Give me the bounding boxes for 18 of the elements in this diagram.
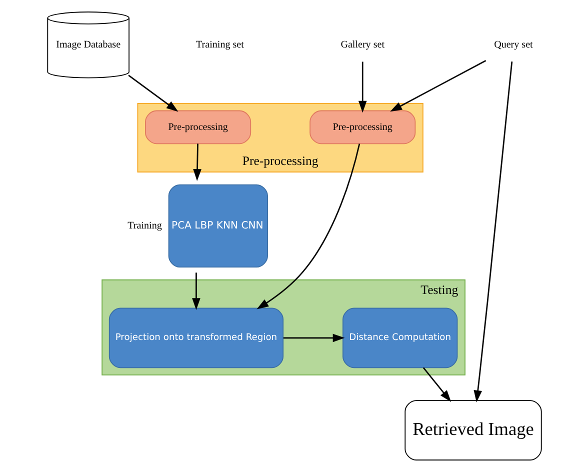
arrow [192, 144, 201, 181]
node-box: Retrieved Image [404, 400, 542, 460]
arrow [473, 62, 512, 402]
label: Training set [196, 39, 244, 50]
node-box: Pre-processing [309, 110, 416, 144]
node-box: Distance Computation [342, 308, 458, 368]
arrow [128, 74, 178, 112]
node-text: Query set [494, 39, 532, 50]
node-label: Training [127, 220, 162, 232]
arrow [390, 60, 486, 112]
arrow [422, 367, 451, 402]
arrow [256, 144, 360, 310]
arrow [192, 272, 200, 310]
arrow [358, 62, 366, 113]
node-box: Projection onto transformed Region [108, 308, 284, 368]
arrow [282, 334, 344, 342]
node-box: Pre-processing [144, 110, 251, 144]
node-text: Gallery set [340, 39, 384, 50]
